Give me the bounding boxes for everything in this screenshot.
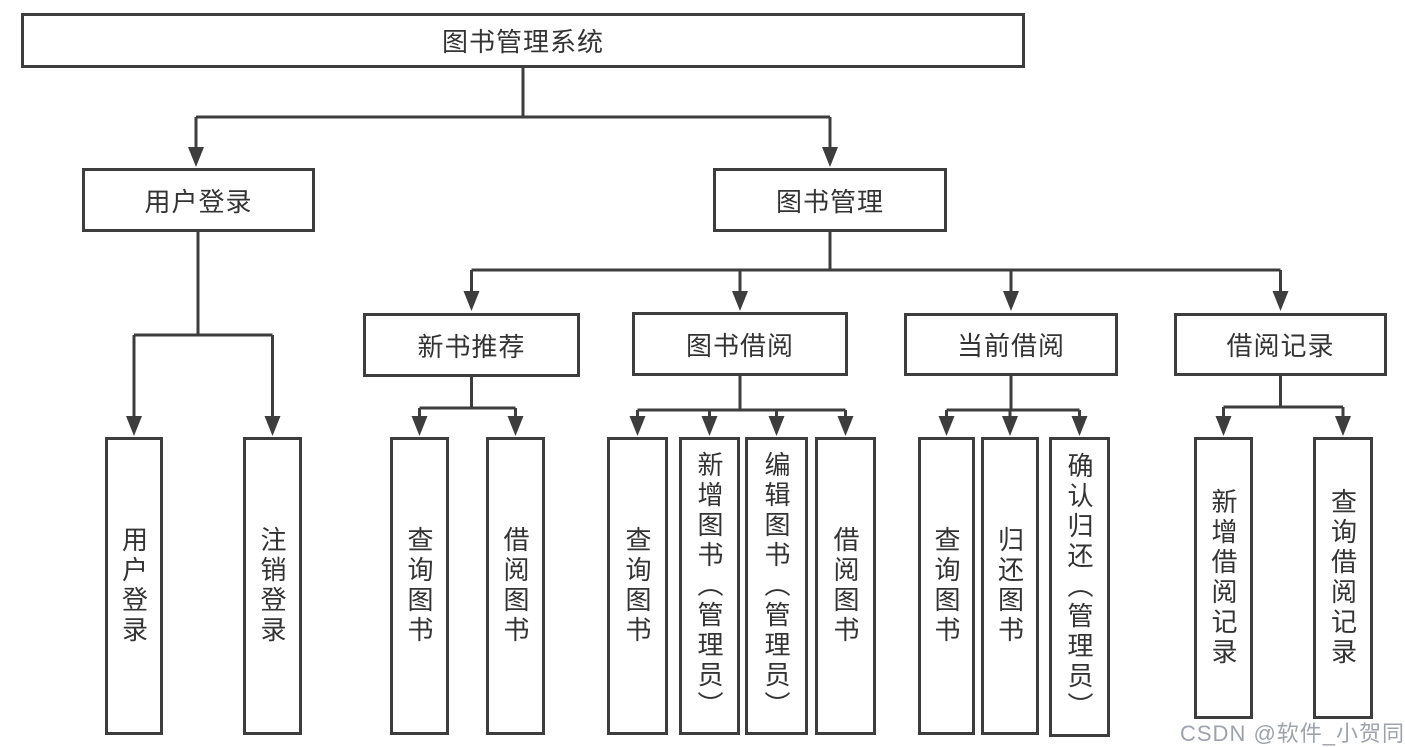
leaf-new-books-borrow: 借阅图书	[486, 437, 545, 735]
leaf-borrowing-query: 查询图书	[607, 437, 668, 735]
leaf-borrowing-add: 新增图书（管理员）	[679, 437, 740, 735]
leaf-label: 注销登录	[257, 526, 287, 646]
arrow-down-icon	[768, 416, 785, 436]
leaf-label: 新增图书（管理员）	[694, 451, 724, 721]
leaf-borrowing-edit: 编辑图书（管理员）	[745, 437, 808, 735]
arrow-down-icon	[507, 416, 524, 436]
leaf-label: 归还图书	[994, 526, 1025, 646]
arrowhead-icons	[126, 147, 1351, 436]
connector-current-branch	[945, 376, 1081, 422]
arrow-down-icon	[732, 291, 748, 311]
leaf-label: 查询借阅记录	[1327, 488, 1358, 668]
arrow-down-icon	[1272, 291, 1289, 311]
leaf-user-login: 用户登录	[105, 437, 163, 735]
arrow-down-icon	[1002, 416, 1018, 436]
node-current-label: 当前借阅	[956, 331, 1065, 361]
node-book-mgmt-label: 图书管理	[775, 186, 884, 217]
connector-book-mgmt-branch	[470, 232, 1282, 297]
connector-root-to-level2	[194, 68, 832, 152]
leaf-label: 用户登录	[118, 526, 149, 646]
leaf-new-books-query: 查询图书	[390, 437, 449, 735]
arrow-down-icon	[1335, 416, 1351, 436]
connector-new-books-branch	[418, 377, 517, 422]
arrow-down-icon	[1071, 416, 1088, 436]
leaf-current-return: 归还图书	[981, 437, 1039, 735]
arrow-down-icon	[188, 147, 204, 167]
arrow-down-icon	[629, 416, 646, 436]
leaf-logout: 注销登录	[243, 437, 302, 735]
arrow-down-icon	[411, 416, 428, 436]
node-root-label: 图书管理系统	[441, 27, 604, 57]
arrow-down-icon	[264, 416, 281, 436]
leaf-label: 查询图书	[931, 526, 961, 646]
arrow-down-icon	[938, 416, 955, 436]
node-new-books-label: 新书推荐	[417, 331, 526, 362]
arrow-down-icon	[1215, 416, 1232, 436]
arrow-down-icon	[126, 416, 142, 436]
connector-records-branch	[1222, 376, 1345, 422]
node-root: 图书管理系统	[21, 13, 1025, 68]
leaf-label: 新增借阅记录	[1208, 488, 1238, 668]
arrow-down-icon	[701, 416, 718, 436]
node-current: 当前借阅	[904, 313, 1118, 376]
arrow-down-icon	[837, 416, 854, 436]
leaf-label: 查询图书	[404, 526, 434, 646]
arrow-down-icon	[1003, 291, 1019, 311]
node-user-login-label: 用户登录	[144, 186, 253, 217]
node-records-label: 借阅记录	[1226, 331, 1335, 361]
leaf-label: 借阅图书	[500, 526, 530, 646]
leaf-borrowing-borrow: 借阅图书	[815, 437, 876, 735]
leaf-current-confirm: 确认归还（管理员）	[1049, 437, 1110, 737]
node-borrowing: 图书借阅	[632, 312, 848, 376]
node-borrowing-label: 图书借阅	[685, 330, 794, 361]
leaf-label: 编辑图书（管理员）	[761, 451, 791, 721]
leaf-records-query: 查询借阅记录	[1313, 437, 1373, 719]
leaf-label: 查询图书	[622, 526, 652, 646]
connector-borrowing-branch	[636, 376, 847, 422]
connector-user-login-branch	[132, 232, 274, 422]
leaf-current-query: 查询图书	[918, 437, 975, 735]
csdn-watermark: CSDN @软件_小贺同学	[1180, 721, 1405, 746]
node-new-books: 新书推荐	[363, 313, 580, 377]
connector-paths	[132, 68, 1345, 422]
leaf-label: 确认归还（管理员）	[1064, 452, 1094, 722]
node-user-login: 用户登录	[82, 168, 315, 232]
arrow-down-icon	[463, 291, 480, 311]
node-records: 借阅记录	[1174, 313, 1387, 376]
node-book-mgmt: 图书管理	[713, 168, 947, 232]
leaf-records-add: 新增借阅记录	[1194, 437, 1253, 719]
arrow-down-icon	[822, 147, 838, 167]
leaf-label: 借阅图书	[830, 526, 860, 646]
